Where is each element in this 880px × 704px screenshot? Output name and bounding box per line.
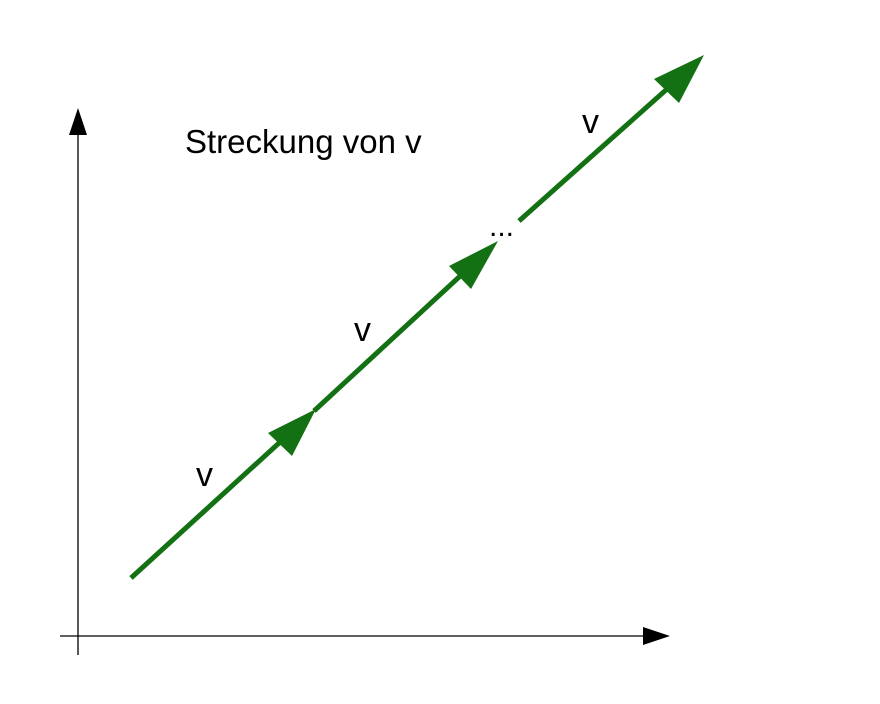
vector-label-1: v (196, 456, 213, 494)
stretched-vector (129, 55, 704, 580)
coordinate-axes (60, 108, 670, 655)
vector-arrowhead-3 (654, 55, 704, 103)
vector-segment-3 (517, 79, 678, 223)
vector-label-3: v (582, 103, 599, 141)
vector-segment-1 (129, 431, 292, 580)
diagram-title: Streckung von v (185, 123, 422, 160)
vector-arrowhead-2 (449, 241, 498, 289)
vector-arrowhead-1 (268, 409, 316, 456)
vector-label-2: v (354, 311, 371, 349)
y-axis-arrowhead (69, 108, 87, 135)
vector-segment-2 (312, 264, 473, 413)
x-axis-arrowhead (643, 627, 670, 645)
ellipsis-label: ... (489, 210, 514, 243)
